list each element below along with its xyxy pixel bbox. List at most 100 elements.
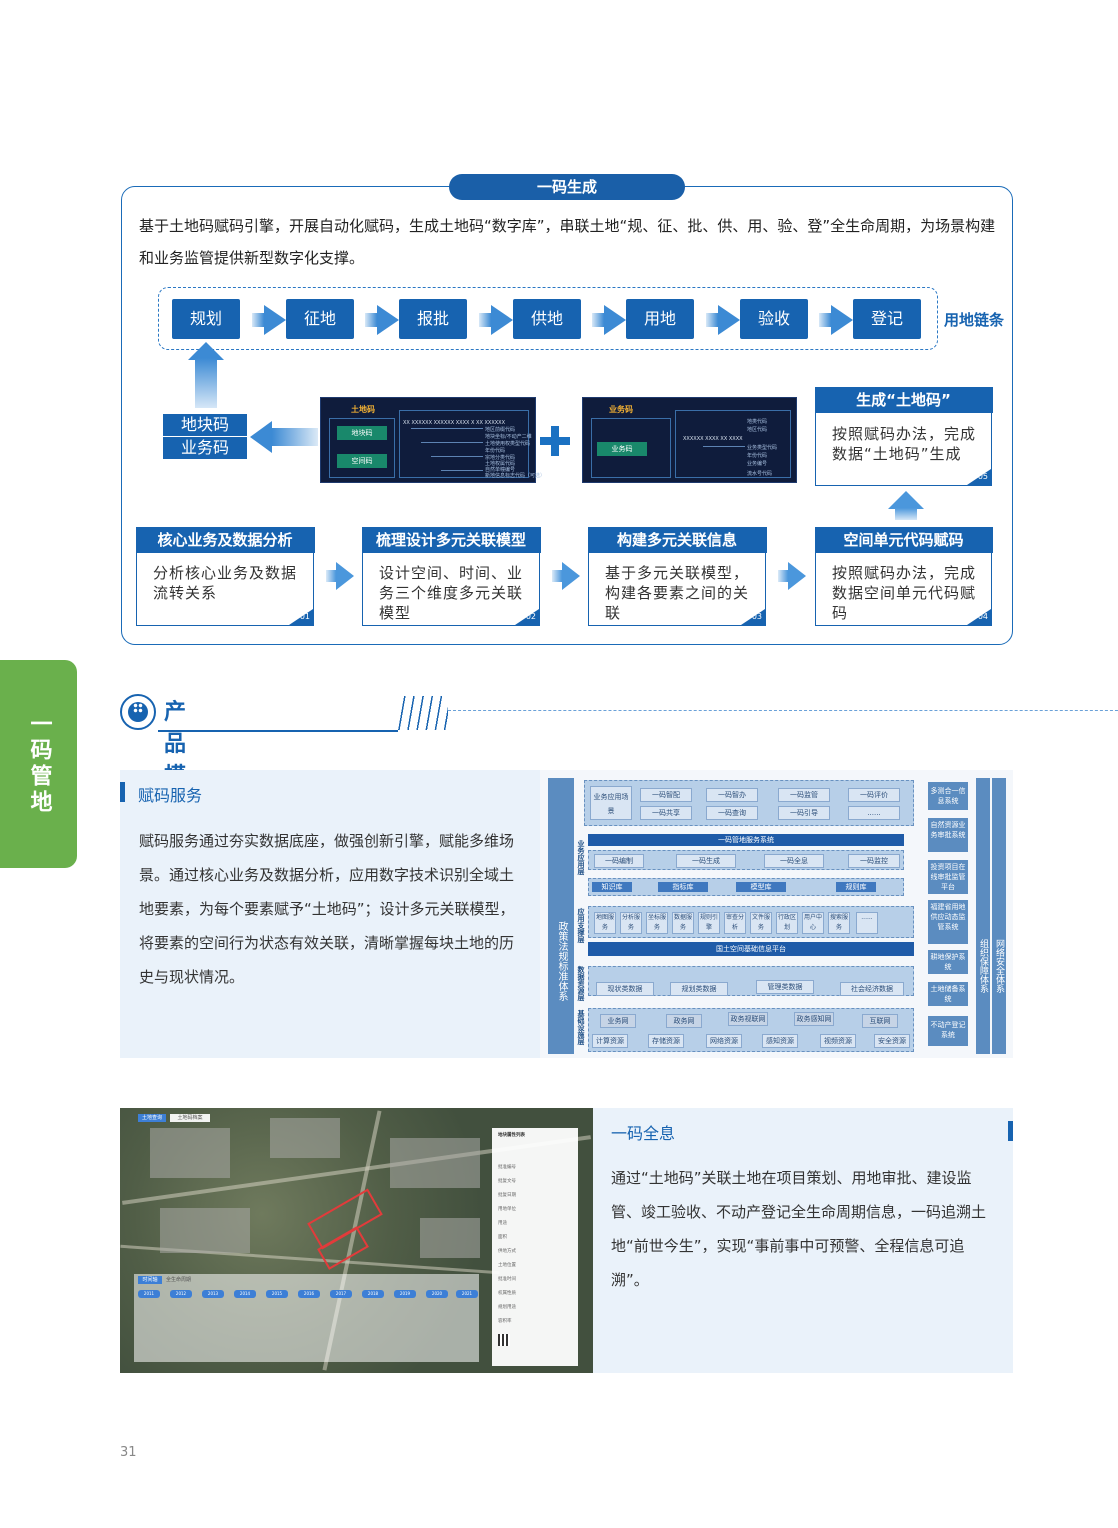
map-tab[interactable]: 土地查询: [138, 1114, 166, 1122]
infra-chip: 安全资源: [874, 1034, 910, 1048]
connector-line: [703, 446, 745, 447]
side-tab: 一码管地: [0, 660, 77, 868]
business-code-chip-frame: [591, 418, 671, 478]
info-row: 权属性质: [498, 1291, 516, 1296]
chain-arrow: [365, 305, 399, 335]
business-code-field: 地区代码: [747, 427, 768, 433]
land-code-pattern: XX XXXXXX XXXXXX XXXX X XX XXXXXX: [403, 420, 506, 426]
chain-step-use: 用地: [626, 299, 694, 339]
header-underline: [158, 730, 398, 732]
parcel-info-panel: 地块属性列表 批准编号 批复文号 批复日期 用地单位 用途 面积 供地方式 土地…: [492, 1128, 578, 1366]
fullinfo-text: 通过“土地码”关联土地在项目策划、用地审批、建设监管、竣工验收、不动产登记全生命…: [611, 1169, 987, 1289]
map-building-block: [390, 1138, 480, 1188]
chain-step-acquisition: 征地: [286, 299, 354, 339]
land-code-detail-frame: [399, 410, 529, 478]
timeline-node[interactable]: 2016: [298, 1290, 320, 1298]
app-chip: 一码查询: [706, 806, 758, 820]
fullinfo-title-bar: [1008, 1121, 1013, 1141]
data-chip: 管理类数据: [756, 980, 814, 994]
app-chip: 一码智办: [706, 788, 758, 802]
header-rule: [448, 710, 1118, 711]
timeline-node[interactable]: 2015: [266, 1290, 288, 1298]
land-code-field: 地区前缀代码: [485, 427, 516, 433]
step-card-title: 生成“土地码”: [814, 386, 993, 413]
tool-chip: 规则引擎: [698, 912, 720, 934]
info-row: 批复文号: [498, 1179, 516, 1184]
connector-line: [411, 428, 483, 429]
timeline-node[interactable]: 2011: [138, 1290, 160, 1298]
lib-chip: 指标库: [658, 882, 708, 892]
connector-line: [431, 456, 483, 457]
timeline-node[interactable]: 2014: [234, 1290, 256, 1298]
network-chip: 政务感知网: [794, 1012, 834, 1026]
network-chip: 政务视联网: [728, 1012, 768, 1026]
chain-arrow: [706, 305, 740, 335]
chain-step-supply: 供地: [513, 299, 581, 339]
lib-chip: 知识库: [592, 882, 632, 892]
business-code-field: 年份代码: [747, 453, 768, 459]
tool-chip: 用户中心: [802, 912, 824, 934]
plot-code-chip: 地块码: [337, 426, 387, 440]
chain-arrow: [252, 305, 286, 335]
service-chip: 一码编制: [594, 854, 644, 868]
data-chip: 规划类数据: [670, 982, 728, 996]
info-row: 土地位置: [498, 1263, 516, 1268]
timeline-node[interactable]: 2019: [394, 1290, 416, 1298]
service-chip: 一码监控: [848, 854, 900, 868]
up-arrow-shaft: [195, 358, 217, 408]
right-system: 投资项目在线审批监管平台: [928, 860, 968, 894]
timeline-node[interactable]: 2012: [170, 1290, 192, 1298]
step-card-number: 05: [967, 469, 991, 485]
step-card-03: 构建多元关联信息 基于多元关联模型，构建各要素之间的关联 03: [587, 526, 767, 626]
step-card-04: 空间单元代码赋码 按照赋码办法，完成数据空间单元代码赋码 04: [814, 526, 993, 626]
step-card-body: 按照赋码办法，完成数据“土地码”生成: [832, 425, 977, 463]
land-code-field: 自然单幢编号: [485, 467, 516, 473]
services-band: [588, 850, 904, 870]
app-chip: 一码监管: [778, 788, 830, 802]
land-code-chip-frame: [329, 418, 395, 478]
map-tab[interactable]: 土地码档案: [170, 1114, 210, 1122]
left-arrow-icon: [250, 421, 272, 453]
step-card-05: 生成“土地码” 按照赋码办法，完成数据“土地码”生成 05: [814, 386, 993, 486]
info-row: 用地单位: [498, 1207, 516, 1212]
timeline-tab[interactable]: 时间轴: [138, 1276, 162, 1284]
service-chip: 一码全息: [764, 854, 824, 868]
generation-title: 一码生成: [449, 174, 685, 200]
service-title: 赋码服务: [138, 786, 203, 805]
info-row: 批准时间: [498, 1277, 516, 1282]
infra-chip: 感知资源: [762, 1034, 798, 1048]
tool-chip: 数据服务: [672, 912, 694, 934]
header-stripes: [398, 696, 448, 730]
layer-label: 数据资源层: [577, 966, 585, 1001]
connector-line: [441, 470, 483, 471]
right-system: 自然资源业务审批系统: [928, 818, 968, 852]
business-code-field: 业务编号: [747, 461, 768, 467]
timeline-node[interactable]: 2017: [330, 1290, 352, 1298]
timeline-node[interactable]: 2013: [202, 1290, 224, 1298]
land-code-panel-title: 土地码: [351, 405, 375, 414]
timeline-node[interactable]: 2020: [426, 1290, 448, 1298]
qr-code-icon: [498, 1334, 510, 1346]
info-row: 容积率: [498, 1319, 512, 1324]
map-building-block: [270, 1118, 340, 1158]
network-chip: 业务网: [600, 1014, 636, 1028]
apps-label: 业务应用场景: [590, 786, 632, 820]
network-chip: 互联网: [862, 1014, 898, 1028]
right-arrow-icon: [552, 562, 580, 590]
step-card-02: 梳理设计多元关联模型 设计空间、时间、业务三个维度多元关联模型 02: [361, 526, 541, 626]
tool-chip: 地图服务: [594, 912, 616, 934]
step-card-body: 按照赋码办法，完成数据空间单元代码赋码: [832, 564, 977, 622]
timeline-tab[interactable]: 全生命周期: [166, 1277, 192, 1283]
step-card-body: 设计空间、时间、业务三个维度多元关联模型: [379, 564, 524, 622]
land-code-field: 土地使用权类型代码: [485, 441, 531, 447]
chain-arrow: [592, 305, 626, 335]
layer-label: 业务应用层: [577, 840, 585, 875]
business-code-panel: 业务码 业务码 XXXXXX XXXX XX XXXX 地类代码 地区代码 业务…: [582, 397, 797, 483]
chain-step-registration: 登记: [853, 299, 921, 339]
data-chip: 社会经济数据: [840, 982, 904, 996]
timeline-node[interactable]: 2018: [362, 1290, 384, 1298]
tool-chip: 搜索服务: [828, 912, 850, 934]
business-code-field: 业务类型代码: [747, 445, 778, 451]
timeline-node[interactable]: 2021: [456, 1290, 478, 1298]
chain-step-approval: 报批: [399, 299, 467, 339]
